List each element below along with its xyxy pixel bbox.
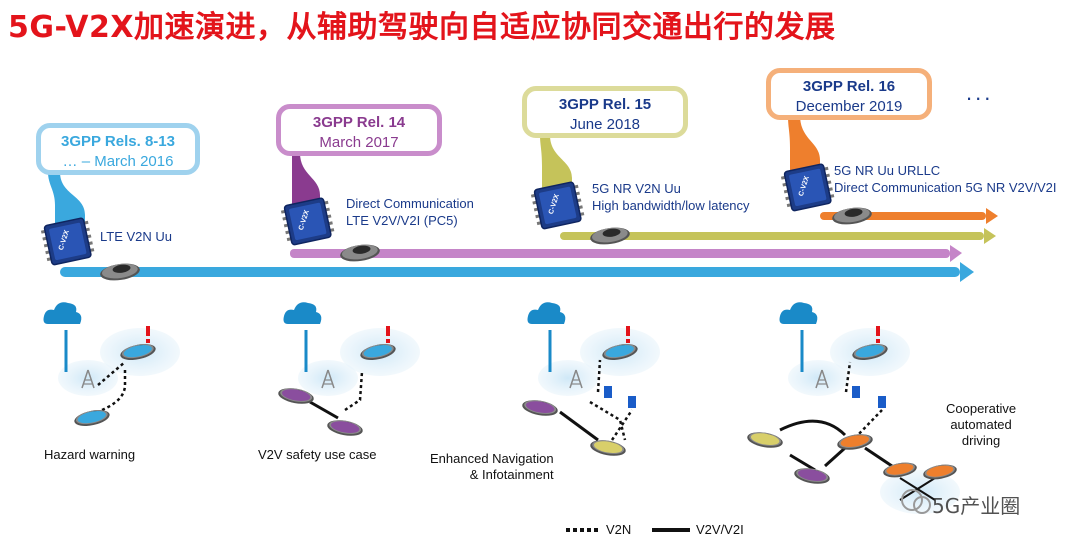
car-icon bbox=[339, 242, 381, 264]
chip-rel14: C-V2X bbox=[279, 196, 337, 247]
car-icon bbox=[793, 465, 831, 487]
car-icon bbox=[72, 407, 112, 429]
warning-icon bbox=[146, 326, 150, 343]
release-date: March 2017 bbox=[319, 134, 399, 151]
car-icon bbox=[850, 341, 890, 363]
release-bubble-rels-8-13: 3GPP Rels. 8-13 … – March 2016 bbox=[36, 123, 200, 175]
release-desc-rel14: Direct Communication LTE V2V/V2I (PC5) bbox=[346, 196, 474, 228]
car-icon bbox=[326, 417, 364, 439]
lane-rels-8-13 bbox=[60, 262, 974, 282]
car-icon bbox=[746, 429, 784, 451]
release-name: 3GPP Rel. 15 bbox=[558, 96, 652, 113]
legend-v2v-label: V2V/V2I bbox=[696, 522, 744, 537]
cloud-icon bbox=[779, 302, 818, 324]
car-icon bbox=[358, 341, 398, 363]
cloud-icon bbox=[283, 302, 322, 324]
roadside-unit-icon bbox=[628, 396, 636, 408]
roadside-unit-icon bbox=[878, 396, 886, 408]
roadside-unit-icon bbox=[852, 386, 860, 398]
warning-icon bbox=[626, 326, 630, 343]
watermark-text: 5G产业圈 bbox=[932, 494, 1021, 518]
release-date: June 2018 bbox=[569, 116, 641, 133]
use-case-v2v-safety: V2V safety use case bbox=[258, 447, 377, 462]
car-icon bbox=[521, 397, 559, 419]
connector-rel15 bbox=[540, 135, 572, 194]
release-desc-rel16: 5G NR Uu URLLC Direct Communication 5G N… bbox=[834, 163, 1057, 195]
use-case-enhanced-navigation: Enhanced Navigation & Infotainment bbox=[430, 451, 554, 482]
car-icon bbox=[277, 385, 315, 407]
wechat-logo-icon bbox=[901, 489, 931, 514]
lane-rel15 bbox=[560, 228, 996, 244]
car-icon bbox=[836, 431, 874, 453]
chip-rel16: C-V2X bbox=[779, 162, 837, 213]
car-icon bbox=[831, 205, 873, 227]
use-case-cooperative-driving: Cooperative automated driving bbox=[946, 401, 1017, 448]
warning-icon bbox=[876, 326, 880, 343]
use-case-hazard-warning: Hazard warning bbox=[44, 447, 136, 462]
connector-rel14 bbox=[292, 153, 320, 212]
chip-rel15: C-V2X bbox=[529, 180, 587, 231]
release-name: 3GPP Rels. 8-13 bbox=[61, 133, 175, 150]
more-ellipsis: ... bbox=[966, 80, 994, 105]
warning-icon bbox=[386, 326, 390, 343]
car-icon bbox=[118, 341, 158, 363]
connector-rel16 bbox=[788, 115, 820, 176]
scenario-v2v-safety bbox=[277, 302, 420, 439]
release-bubble-rel14: 3GPP Rel. 14 March 2017 bbox=[276, 104, 442, 156]
cloud-icon bbox=[43, 302, 82, 324]
scenario-enhanced-navigation bbox=[521, 302, 660, 459]
page-title: 5G-V2X加速演进，从辅助驾驶向自适应协同交通出行的发展 bbox=[8, 10, 836, 45]
release-desc-rels-8-13: LTE V2N Uu bbox=[100, 229, 173, 244]
lane-rel14 bbox=[290, 245, 962, 262]
scenario-cooperative-driving bbox=[746, 302, 960, 514]
chip-rels-8-13: C-V2X bbox=[39, 216, 97, 267]
car-icon bbox=[589, 225, 631, 247]
release-name: 3GPP Rel. 14 bbox=[312, 114, 406, 131]
car-icon bbox=[922, 462, 958, 482]
legend-v2n-label: V2N bbox=[606, 522, 632, 537]
release-date: … – March 2016 bbox=[62, 153, 174, 170]
car-icon bbox=[882, 460, 918, 480]
connector-rels-8-13 bbox=[48, 172, 85, 232]
release-name: 3GPP Rel. 16 bbox=[802, 78, 896, 95]
release-bubble-rel15: 3GPP Rel. 15 June 2018 bbox=[522, 86, 688, 138]
release-date: December 2019 bbox=[795, 98, 903, 115]
car-icon bbox=[589, 437, 627, 459]
cloud-icon bbox=[527, 302, 566, 324]
car-icon bbox=[600, 341, 640, 363]
release-desc-rel15: 5G NR V2N Uu High bandwidth/low latency bbox=[592, 181, 750, 213]
release-bubble-rel16: 3GPP Rel. 16 December 2019 bbox=[766, 68, 932, 120]
scenario-hazard-warning bbox=[43, 302, 180, 429]
car-icon bbox=[99, 261, 141, 283]
roadside-unit-icon bbox=[604, 386, 612, 398]
